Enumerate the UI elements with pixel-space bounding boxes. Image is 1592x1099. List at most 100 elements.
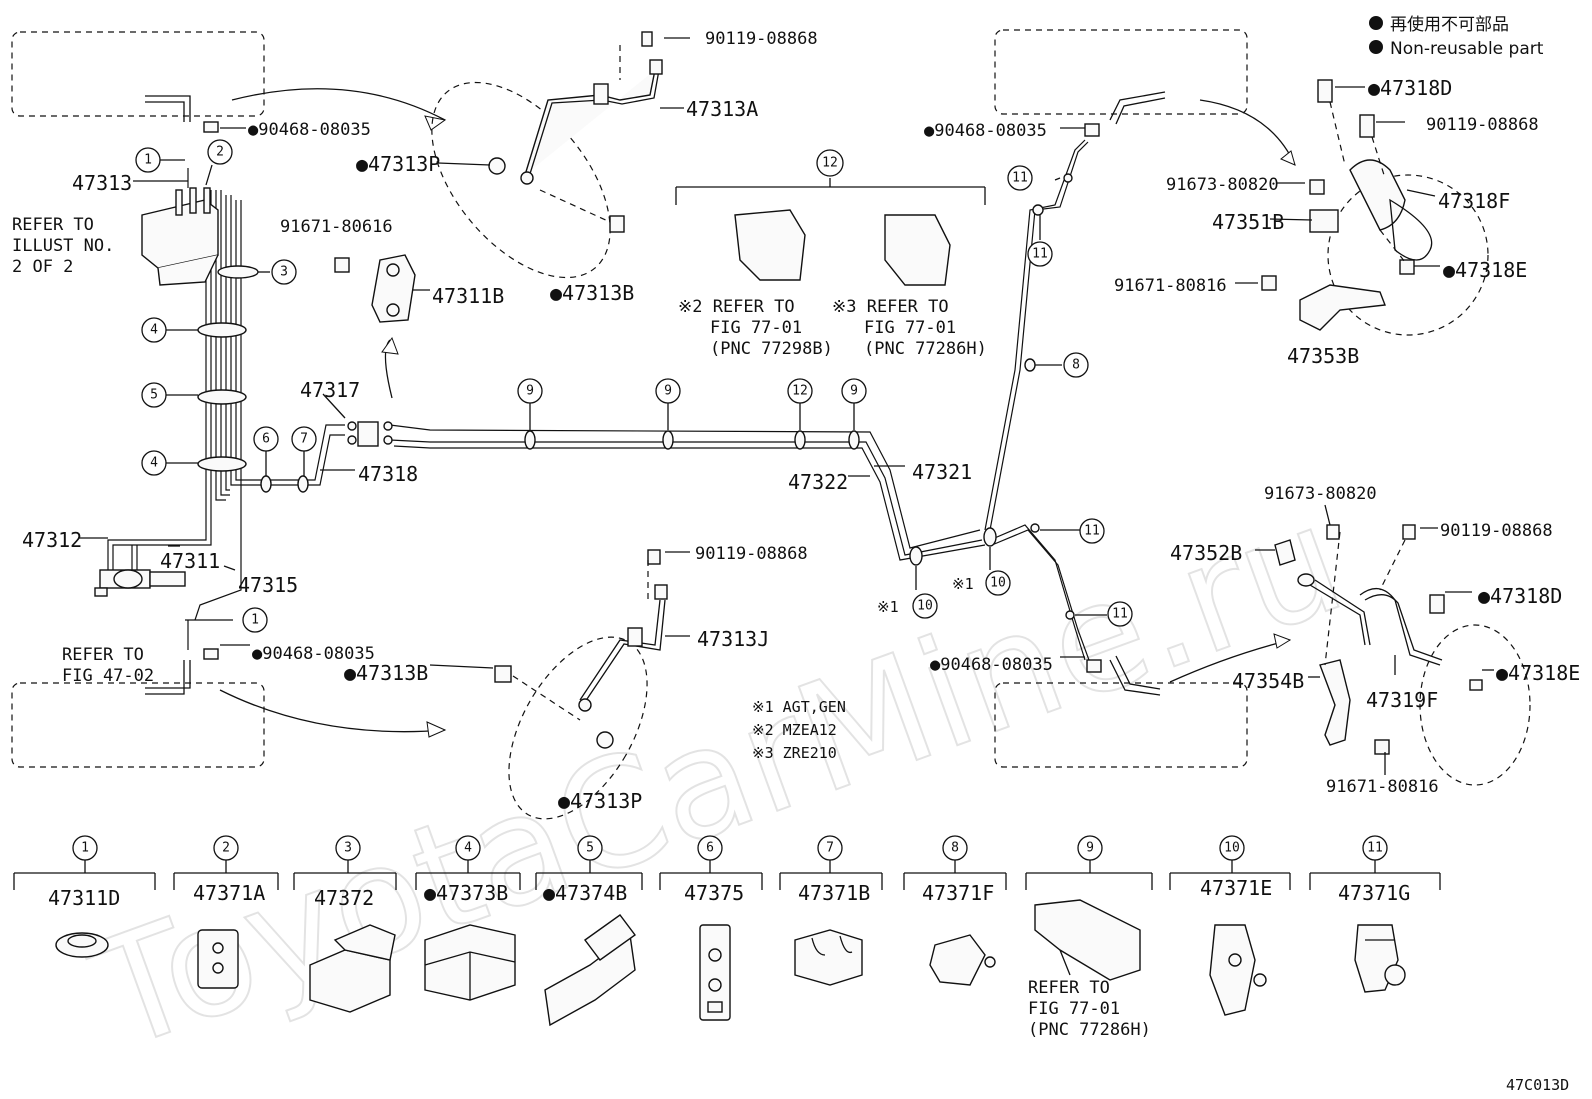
callout-11c <box>1079 518 1105 544</box>
label-47313P-b: ●47313P <box>558 789 642 813</box>
svg-text:10: 10 <box>917 599 933 614</box>
catalog-item-2: 2 47371A <box>173 835 279 989</box>
svg-text:(PNC 77298B): (PNC 77298B) <box>710 339 833 359</box>
legend: 再使用不可部品 Non-reusable part <box>1369 14 1544 59</box>
svg-text:9: 9 <box>664 384 672 399</box>
callout-11d <box>1107 601 1133 627</box>
svg-text:4: 4 <box>150 456 158 471</box>
clamp-group-12 <box>734 209 951 286</box>
abs-actuator <box>141 187 219 286</box>
svg-text:●47373B: ●47373B <box>424 881 508 905</box>
label-90119-08868-b: 90119-08868 <box>695 544 808 564</box>
label-90468-08035-b: ●90468-08035 <box>252 644 375 664</box>
svg-text:9: 9 <box>1086 841 1094 856</box>
label-47352B: 47352B <box>1170 541 1242 565</box>
svg-text:9: 9 <box>526 384 534 399</box>
label-47311: 47311 <box>160 549 220 573</box>
label-91671-80816-b: 91671-80816 <box>1326 777 1439 797</box>
flex-hose-47313J <box>494 549 668 749</box>
svg-text:5: 5 <box>586 841 594 856</box>
svg-text:(PNC 77286H): (PNC 77286H) <box>864 339 987 359</box>
label-47313P: ●47313P <box>356 152 440 176</box>
label-47318F: 47318F <box>1438 189 1510 213</box>
callout-10a <box>912 593 938 619</box>
pipe-ends <box>145 91 1166 696</box>
label-47318E: ●47318E <box>1443 258 1527 282</box>
label-47319F: 47319F <box>1366 688 1438 712</box>
svg-text:47371B: 47371B <box>798 881 870 905</box>
svg-text:2: 2 <box>222 841 230 856</box>
callout-10b <box>985 570 1011 596</box>
label-91673-80820: 91673-80820 <box>1166 175 1279 195</box>
callout-1a <box>135 147 161 173</box>
catalog-item-10: 10 47371E <box>1169 835 1291 1016</box>
svg-text:10: 10 <box>1224 841 1240 856</box>
label-90468-08035: ●90468-08035 <box>248 120 371 140</box>
label-47318D-b: ●47318D <box>1478 584 1562 608</box>
callout-11a <box>1007 165 1033 191</box>
svg-text:ILLUST NO.: ILLUST NO. <box>12 236 114 256</box>
ref-box-top-left <box>11 31 265 117</box>
rear-right-lower-assembly <box>1274 524 1483 755</box>
svg-text:FIG 77-01: FIG 77-01 <box>1028 999 1120 1019</box>
svg-text:4: 4 <box>150 323 158 338</box>
label-47318E-b: ●47318E <box>1496 661 1580 685</box>
label-47321: 47321 <box>912 460 972 484</box>
label-90468-08035-d: ●90468-08035 <box>930 655 1053 675</box>
label-47318D: ●47318D <box>1368 76 1452 100</box>
svg-text:8: 8 <box>1072 358 1080 373</box>
label-47351B: 47351B <box>1212 210 1284 234</box>
catalog-item-1: 1 47311D <box>13 835 156 958</box>
svg-text:FIG 77-01: FIG 77-01 <box>864 318 956 338</box>
label-91671-80616: 91671-80616 <box>280 217 393 237</box>
catalog-item-5: 5 ●47374B <box>535 835 643 1027</box>
label-47315: 47315 <box>238 573 298 597</box>
catalog-item-7: 7 47371B <box>779 835 883 986</box>
svg-text:12: 12 <box>822 156 838 171</box>
catalog-item-11: 11 47371G <box>1309 835 1441 993</box>
svg-text:1: 1 <box>251 613 259 628</box>
callout-7 <box>291 426 317 452</box>
diagram-callouts: 1 2 3 4 5 4 6 7 9 9 12 9 12 11 11 8 11 1… <box>135 139 1133 633</box>
callout-9a <box>517 378 543 404</box>
svg-text:※2 MZEA12: ※2 MZEA12 <box>752 721 837 739</box>
svg-text:47375: 47375 <box>684 881 744 905</box>
svg-text:1: 1 <box>144 153 152 168</box>
black-dot-icon <box>1369 16 1383 30</box>
callout-3 <box>271 259 297 285</box>
svg-text:11: 11 <box>1112 607 1128 622</box>
junction-47317 <box>347 421 393 447</box>
svg-text:11: 11 <box>1084 524 1100 539</box>
callout-2 <box>207 139 233 165</box>
label-47313B: ●47313B <box>550 281 634 305</box>
svg-text:REFER TO: REFER TO <box>1028 978 1110 998</box>
svg-text:11: 11 <box>1012 171 1028 186</box>
callout-12b <box>816 149 844 177</box>
svg-text:※3 ZRE210: ※3 ZRE210 <box>752 744 837 762</box>
callout-6 <box>253 426 279 452</box>
svg-text:8: 8 <box>951 841 959 856</box>
callout-4a <box>141 317 167 343</box>
svg-text:3: 3 <box>280 265 288 280</box>
catalog-item-8: 8 47371F <box>903 835 1007 986</box>
label-47353B: 47353B <box>1287 344 1359 368</box>
label-47313B-b: ●47313B <box>344 661 428 685</box>
svg-text:11: 11 <box>1032 247 1048 262</box>
label-90468-08035-c: ●90468-08035 <box>924 121 1047 141</box>
label-47313: 47313 <box>72 171 132 195</box>
label-91671-80816: 91671-80816 <box>1114 276 1227 296</box>
svg-text:10: 10 <box>990 576 1006 591</box>
black-dot-icon <box>1369 40 1383 54</box>
svg-text:REFER TO: REFER TO <box>12 215 94 235</box>
svg-text:2 OF 2: 2 OF 2 <box>12 257 73 277</box>
brake-pipe-bundle <box>107 139 1090 661</box>
svg-text:3: 3 <box>344 841 352 856</box>
svg-text:2: 2 <box>216 145 224 160</box>
svg-text:(PNC 77286H): (PNC 77286H) <box>1028 1020 1151 1040</box>
callout-1b <box>242 607 268 633</box>
callout-5 <box>141 382 167 408</box>
svg-text:47372: 47372 <box>314 886 374 910</box>
legend-japanese: 再使用不可部品 <box>1390 14 1509 35</box>
svg-text:FIG 77-01: FIG 77-01 <box>710 318 802 338</box>
